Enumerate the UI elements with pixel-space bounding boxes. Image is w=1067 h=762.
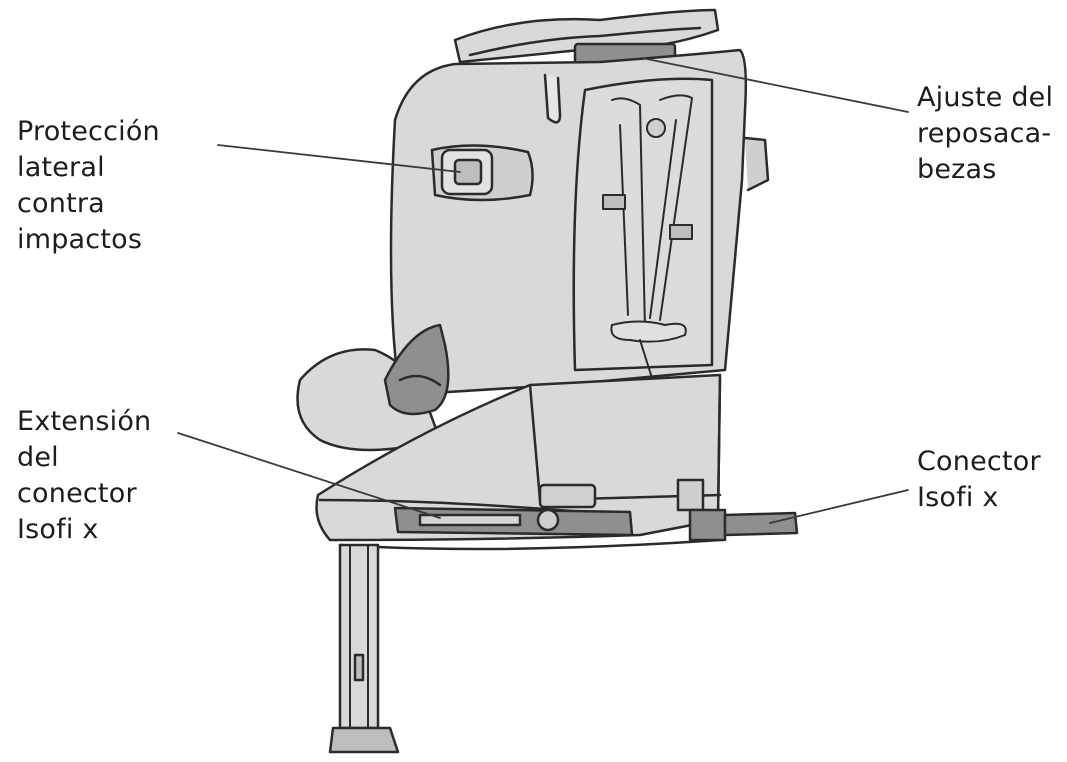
support-leg bbox=[328, 543, 400, 754]
label-line: conector bbox=[17, 478, 137, 509]
isofix-extension-label: Extensión del conector Isofi x bbox=[17, 404, 151, 548]
seat-cushion bbox=[296, 323, 450, 452]
label-line: del bbox=[17, 442, 59, 473]
leader-isofix-extension bbox=[177, 432, 441, 519]
label-line: Extensión bbox=[17, 406, 152, 437]
label-line: contra bbox=[17, 188, 105, 219]
label-line: impactos bbox=[17, 224, 143, 255]
label-line: lateral bbox=[17, 152, 105, 183]
label-line: Isofi x bbox=[917, 482, 999, 513]
isofix-connector-label: Conector Isofi x bbox=[917, 444, 1041, 516]
isofix-connector-bar bbox=[688, 508, 799, 542]
seat-base bbox=[315, 373, 722, 551]
label-line: reposaca- bbox=[917, 118, 1052, 149]
label-line: bezas bbox=[917, 154, 997, 185]
leader-headrest bbox=[641, 57, 909, 113]
harness bbox=[602, 94, 693, 379]
leader-isofix bbox=[769, 489, 909, 524]
headrest-adjustment-label: Ajuste del reposaca- bezas bbox=[917, 80, 1053, 188]
side-impact-pod bbox=[430, 144, 534, 202]
seat-back bbox=[389, 48, 770, 397]
side-impact-protection-label: Protección lateral contra impactos bbox=[17, 114, 160, 258]
leader-lines bbox=[177, 57, 909, 524]
label-line: Ajuste del bbox=[917, 82, 1054, 113]
isofix-extension-bar bbox=[393, 506, 634, 537]
label-line: Isofi x bbox=[17, 514, 99, 545]
leader-side-impact bbox=[217, 144, 461, 173]
label-line: Protección bbox=[17, 116, 160, 147]
label-line: Conector bbox=[917, 446, 1041, 477]
